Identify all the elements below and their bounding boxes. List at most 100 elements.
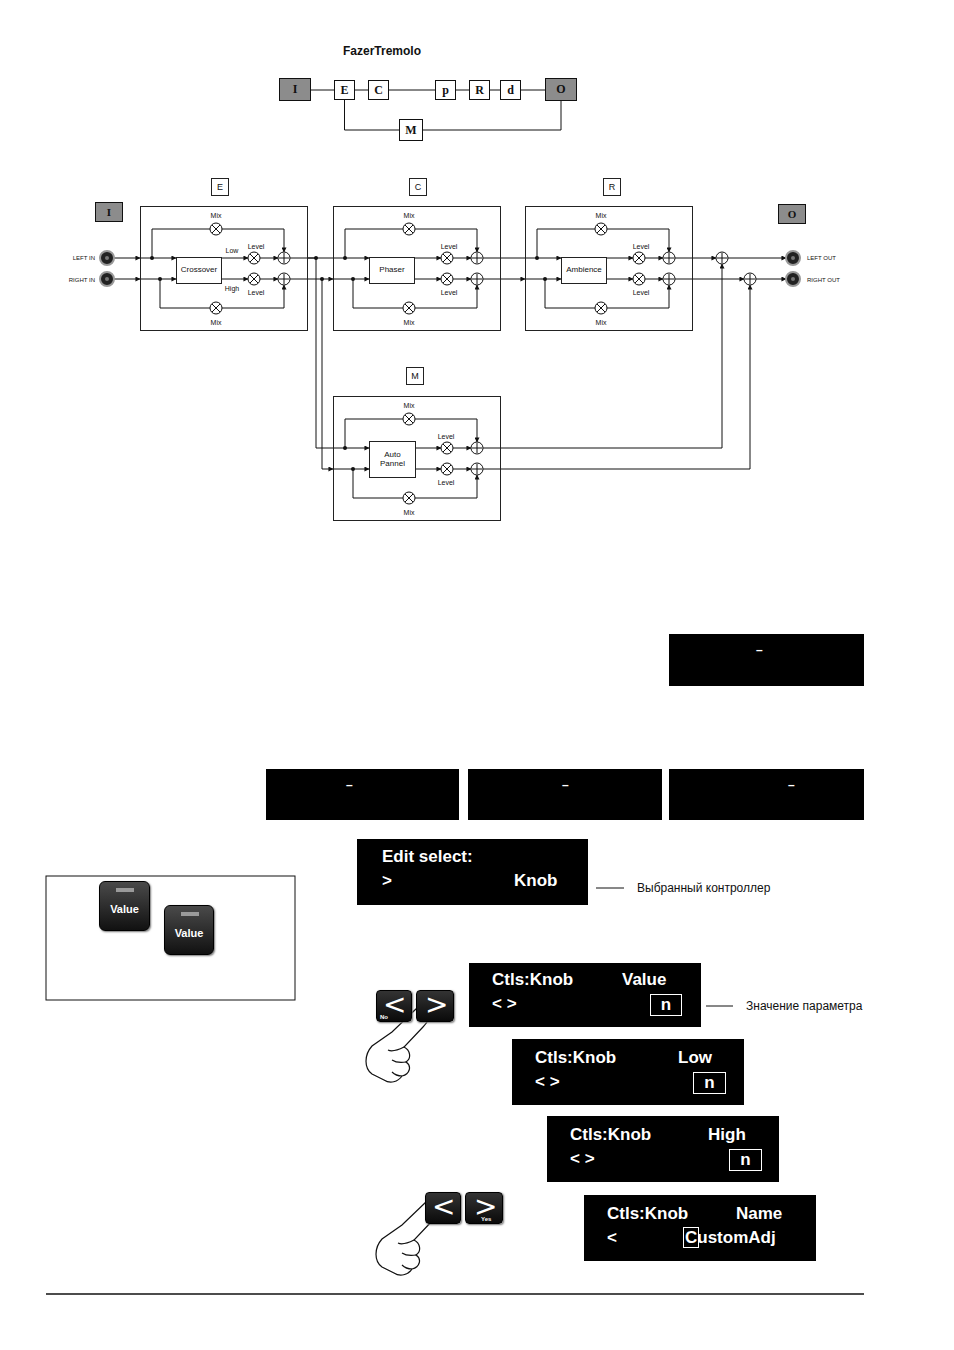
summer-symbol (663, 273, 675, 285)
wire (501, 279, 525, 280)
wire (675, 279, 693, 280)
node-text: Ctls:Knob (570, 1125, 651, 1145)
lcd-display: – (669, 634, 864, 686)
wire (645, 279, 663, 280)
wire (645, 258, 663, 259)
signal-label: Level (441, 289, 458, 296)
multiplier-symbol (210, 302, 222, 314)
arrow-button: > (416, 990, 454, 1022)
button-led (181, 912, 199, 916)
lcd-display: Ctls:KnobValue< >n (469, 963, 701, 1027)
wire (483, 448, 501, 449)
wire (483, 258, 501, 259)
signal-wires (100, 223, 800, 504)
signal-label: Low (226, 247, 239, 254)
node-text: E (211, 178, 229, 196)
wire (453, 469, 471, 470)
node-text: E (340, 83, 348, 98)
multiplier-symbol (210, 223, 222, 235)
effect-block: AmbienceR (525, 206, 693, 331)
signal-label: Mix (596, 212, 607, 219)
io-box: O (545, 78, 577, 101)
wire (260, 279, 278, 280)
node-text: C (374, 83, 383, 98)
node-text: Ctls:Knob (492, 970, 573, 990)
node-text: < > (492, 994, 517, 1014)
signal-label: LEFT OUT (807, 255, 836, 261)
signal-connector (389, 90, 435, 91)
node-text: – (562, 775, 569, 795)
signal-connector (423, 101, 561, 130)
value-button: Value (99, 881, 150, 931)
junction-dot (351, 467, 355, 471)
effect-box: M (399, 119, 423, 141)
wire (345, 229, 403, 258)
effect-block: Auto PannelM (333, 396, 501, 521)
multiplier-symbol (633, 252, 645, 264)
signal-label: RIGHT OUT (807, 277, 840, 283)
signal-connector (456, 90, 469, 91)
summer-symbol (744, 273, 756, 285)
node-text: Ambience (566, 266, 602, 274)
wire (607, 285, 669, 308)
callout-label: Значение параметра (746, 1000, 862, 1012)
wire (222, 285, 284, 308)
node-text: Value (110, 903, 139, 915)
wire (415, 448, 441, 449)
signal-label: Level (248, 243, 265, 250)
signal-label: Mix (404, 212, 415, 219)
multiplier-symbol (595, 223, 607, 235)
wire (525, 258, 561, 259)
node-text: Low (678, 1048, 712, 1068)
node-text: CustomAdj (685, 1228, 776, 1248)
wire (415, 419, 477, 442)
effect-box: d (500, 80, 521, 100)
multiplier-symbol (441, 252, 453, 264)
wire (333, 258, 369, 259)
summer-symbol (663, 252, 675, 264)
wire (415, 258, 441, 259)
signal-label: Level (438, 433, 455, 440)
summer-symbol (278, 273, 290, 285)
node-text: High (708, 1125, 746, 1145)
wire (607, 258, 633, 259)
node-text: C (409, 178, 427, 196)
wire (607, 229, 669, 252)
signal-connector (355, 90, 368, 91)
wire (756, 279, 786, 280)
summer-symbol (278, 252, 290, 264)
wire (453, 279, 471, 280)
multiplier-symbol (403, 413, 415, 425)
node-text: Yes (481, 1216, 491, 1222)
wire (728, 258, 786, 259)
node-text: – (756, 640, 763, 660)
audio-jack (786, 251, 800, 265)
summer-symbol (471, 442, 483, 454)
wire (415, 279, 441, 280)
effect-box: R (469, 80, 490, 100)
wire (152, 229, 210, 258)
leader-line (596, 888, 624, 889)
node-text: I (293, 82, 298, 97)
junction-dot (158, 277, 162, 281)
effect-module: Ambience (561, 257, 607, 284)
button-frame (46, 876, 295, 1000)
audio-jack (786, 272, 800, 286)
node-text: Knob (514, 871, 557, 891)
multiplier-symbol (441, 442, 453, 454)
summer-symbol (471, 463, 483, 475)
io-box: I (95, 202, 123, 222)
wire (260, 258, 278, 259)
effect-module: Crossover (176, 257, 222, 284)
node-text: – (788, 775, 795, 795)
signal-connector (308, 258, 333, 448)
wire (415, 285, 477, 308)
audio-jack (100, 251, 114, 265)
signal-connector (490, 90, 500, 91)
wire (693, 279, 744, 280)
multiplier-symbol (633, 273, 645, 285)
signal-label: Level (633, 243, 650, 250)
wire (693, 258, 716, 259)
node-text: Auto Pannel (371, 451, 414, 468)
summer-symbol (471, 273, 483, 285)
